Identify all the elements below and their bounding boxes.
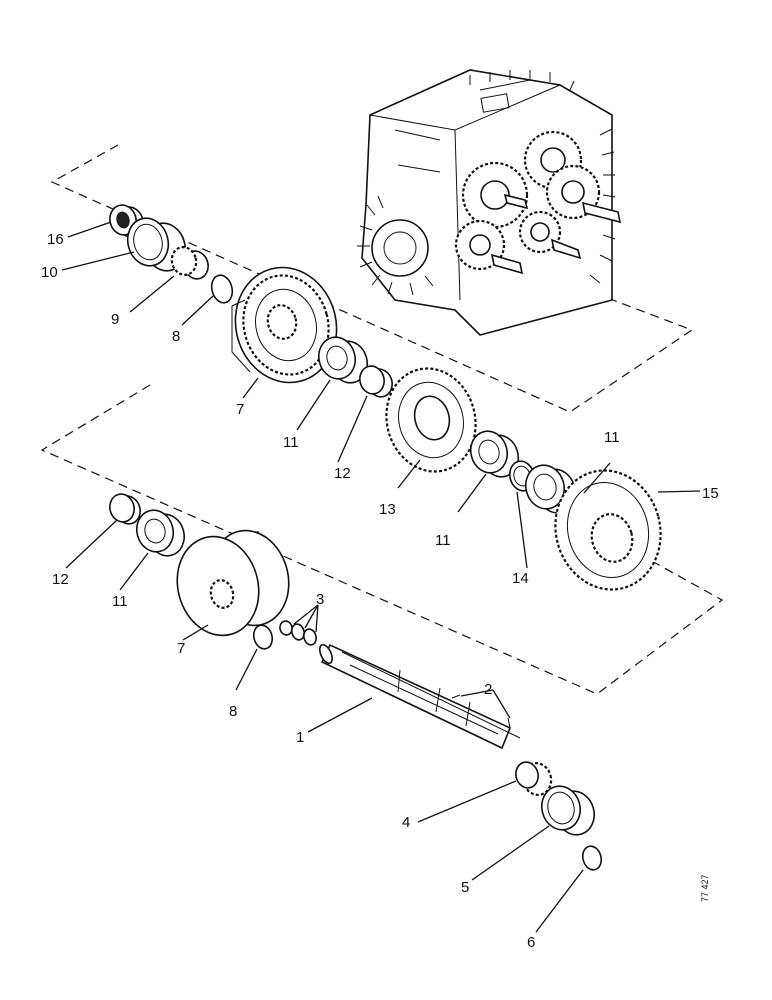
callout-6: 6 xyxy=(527,934,535,951)
callout-15: 15 xyxy=(702,485,719,502)
part-1-main-shaft xyxy=(319,643,521,750)
callout-13: 13 xyxy=(379,501,396,518)
callout-4: 4 xyxy=(402,814,410,831)
part-4-bearing-cone xyxy=(515,761,553,796)
part-11-bearing-right xyxy=(524,464,577,514)
callout-7-upper: 7 xyxy=(236,401,244,418)
callout-12-upper: 12 xyxy=(334,465,351,482)
part-15-gear xyxy=(554,469,662,591)
part-6-circlip xyxy=(581,845,603,871)
callout-11-middle: 11 xyxy=(435,532,451,549)
callout-12-lower: 12 xyxy=(52,571,69,588)
callout-11-right: 11 xyxy=(604,429,620,446)
part-7-clutch-drum-lower xyxy=(176,529,290,637)
part-11-bearing-lower xyxy=(135,509,186,557)
part-12-sleeve-upper xyxy=(359,365,393,398)
part-5-bearing-cup xyxy=(540,785,596,836)
callout-16: 16 xyxy=(47,231,64,248)
callout-11-lower: 11 xyxy=(112,593,128,610)
part-11-bearing-upper xyxy=(317,336,369,384)
part-7-clutch-drum-upper xyxy=(231,266,338,384)
gearbox-housing xyxy=(357,69,622,336)
callout-8-upper: 8 xyxy=(172,328,180,345)
part-3-sealing-rings xyxy=(279,620,317,646)
callout-1: 1 xyxy=(296,729,304,746)
part-2-keys xyxy=(451,694,511,729)
part-8-circlip-upper xyxy=(210,274,234,304)
callout-9: 9 xyxy=(111,311,119,328)
callout-2: 2 xyxy=(484,681,492,698)
callout-11-upper: 11 xyxy=(283,434,299,451)
callout-3: 3 xyxy=(316,591,324,608)
callout-5: 5 xyxy=(461,879,469,896)
part-12-sleeve-lower xyxy=(109,493,141,525)
callout-7-lower: 7 xyxy=(177,640,185,657)
lower-group-dashed-box xyxy=(40,384,724,695)
part-8-circlip-lower xyxy=(252,624,274,650)
part-13-gear xyxy=(385,367,477,473)
leader-lines xyxy=(61,221,701,933)
callout-8-lower: 8 xyxy=(229,703,237,720)
part-9-bearing-cone xyxy=(170,246,209,280)
upper-group-dashed-box xyxy=(50,144,694,413)
drawing-code: 77 427 xyxy=(700,874,710,902)
callout-14: 14 xyxy=(512,570,529,587)
callout-10: 10 xyxy=(41,264,58,281)
part-11-bearing-middle xyxy=(469,430,520,478)
